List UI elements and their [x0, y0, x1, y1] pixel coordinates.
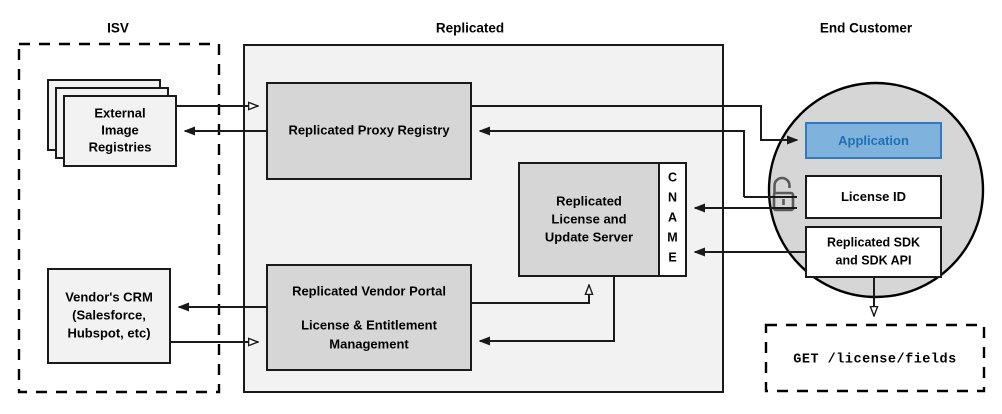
external-image-registries[interactable]: External Image Registries	[47, 79, 177, 167]
license-id-component[interactable]: License ID	[805, 175, 942, 219]
api-call-label: GET /license/fields	[793, 353, 956, 368]
conn-license-server-to-vendor-portal	[480, 276, 615, 341]
license-server-label-line3: Update Server	[545, 229, 633, 244]
application-component[interactable]: Application	[805, 122, 942, 159]
conn-proxy-to-application	[471, 105, 797, 140]
cname-letter-3: M	[667, 230, 677, 244]
cname-letter-1: N	[668, 190, 677, 204]
vendors-crm[interactable]: Vendor's CRM (Salesforce, Hubspot, etc)	[47, 268, 171, 364]
application-box	[805, 122, 942, 159]
group-title-end-customer: End Customer	[820, 21, 913, 36]
proxy-registry-box	[266, 82, 472, 180]
license-server-label-line2: License and	[551, 211, 626, 226]
registry-label-line3: Registries	[89, 139, 152, 154]
sdk-label-line2: and SDK API	[836, 253, 912, 267]
isv-boundary	[17, 42, 221, 394]
cname-letter-0: C	[668, 170, 677, 184]
replicated-vendor-portal[interactable]: Replicated Vendor Portal License & Entit…	[266, 264, 472, 371]
api-call-boundary	[764, 323, 986, 393]
license-id-box	[805, 175, 942, 219]
group-title-isv: ISV	[107, 21, 129, 36]
vendor-portal-label-line1: Replicated Vendor Portal	[292, 283, 446, 298]
vendor-portal-label-line3: Management	[329, 336, 409, 351]
proxy-registry-label: Replicated Proxy Registry	[288, 122, 450, 137]
application-label: Application	[838, 133, 909, 148]
replicated-sdk-component[interactable]: Replicated SDK and SDK API	[805, 226, 942, 278]
sdk-label-line1: Replicated SDK	[827, 235, 920, 249]
replicated-proxy-registry[interactable]: Replicated Proxy Registry	[266, 82, 472, 180]
crm-label-line2: (Salesforce,	[72, 307, 146, 322]
crm-label-line3: Hubspot, etc)	[67, 325, 150, 340]
registry-stack-front	[63, 95, 177, 167]
conn-vendor-portal-to-license-server	[471, 285, 589, 304]
vendor-portal-label-line2: License & Entitlement	[301, 317, 437, 332]
conn-application-to-proxy	[480, 131, 745, 197]
license-server-label-line1: Replicated	[556, 193, 622, 208]
cname-letter-2: A	[668, 210, 677, 224]
license-id-label: License ID	[841, 189, 906, 204]
replicated-license-update-server[interactable]: Replicated License and Update Server	[518, 162, 660, 277]
api-call-note: GET /license/fields	[764, 323, 986, 393]
vendor-portal-box	[266, 264, 472, 371]
crm-label-line1: Vendor's CRM	[65, 289, 153, 304]
cname-strip[interactable]: C N A M E	[658, 162, 687, 277]
cname-box	[658, 162, 687, 277]
registry-label-line1: External	[94, 105, 145, 120]
registry-label-line2: Image	[101, 122, 139, 137]
group-title-replicated: Replicated	[436, 21, 504, 36]
cname-letter-4: E	[668, 250, 676, 264]
sdk-box	[805, 226, 942, 278]
crm-box	[47, 268, 171, 364]
